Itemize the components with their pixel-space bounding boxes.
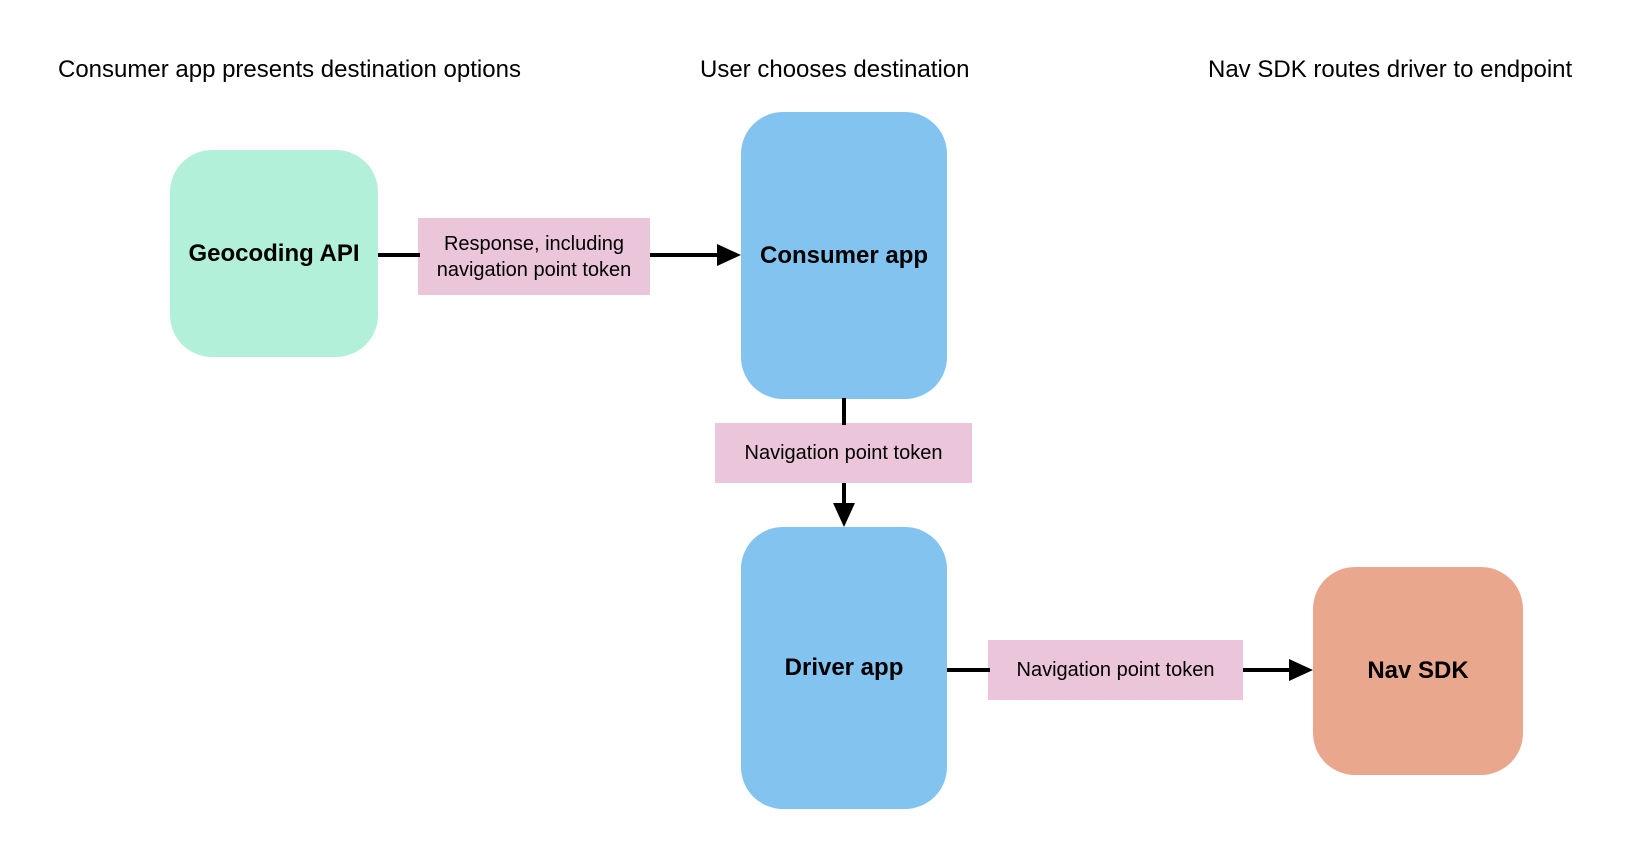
node-label-geocoding-api: Geocoding API [188, 239, 360, 267]
node-consumer-app: Consumer app [741, 112, 947, 399]
node-label-consumer-app: Consumer app [759, 241, 929, 269]
arrowhead-into-nav-sdk [1289, 659, 1313, 681]
node-geocoding-api: Geocoding API [170, 150, 378, 357]
arrowhead-into-driver-app [833, 503, 855, 527]
column-header-consumer-presents: Consumer app presents destination option… [58, 56, 521, 83]
edge-label-nav-token-to-sdk: Navigation point token [988, 640, 1243, 700]
node-driver-app: Driver app [741, 527, 947, 809]
column-header-nav-sdk-routes: Nav SDK routes driver to endpoint [1208, 56, 1573, 83]
node-label-nav-sdk: Nav SDK [1367, 657, 1469, 684]
node-label-driver-app: Driver app [784, 654, 904, 681]
node-nav-sdk: Nav SDK [1313, 567, 1523, 775]
arrowhead-into-consumer-app [717, 244, 741, 266]
edge-label-response-token: Response, including navigation point tok… [418, 218, 650, 295]
edge-label-nav-token-to-driver: Navigation point token [715, 423, 972, 483]
column-header-user-chooses: User chooses destination [700, 56, 970, 83]
